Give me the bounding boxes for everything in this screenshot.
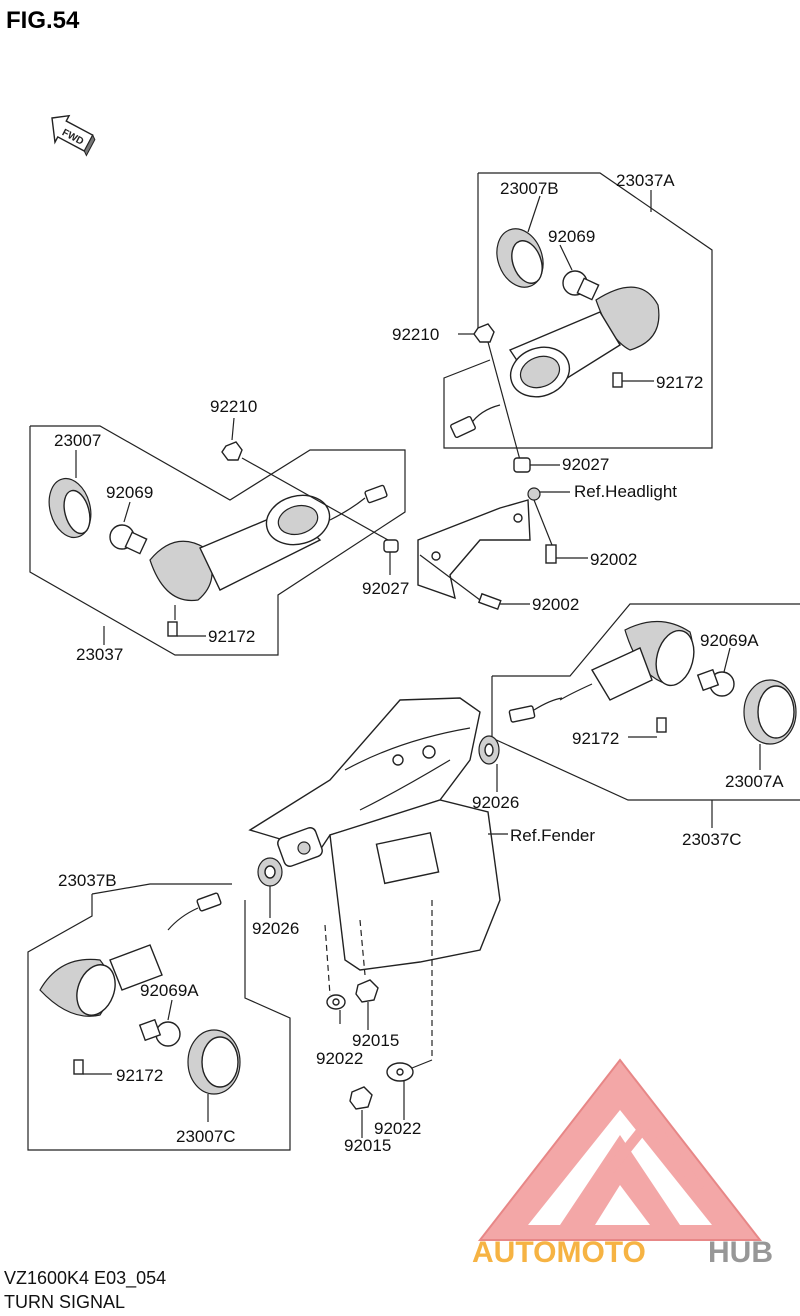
label-92002-top: 92002: [590, 550, 637, 569]
assembly-23037c: [491, 603, 800, 828]
screw-92172-b-shape: [167, 621, 178, 637]
label-23007c: 23007C: [176, 1127, 236, 1146]
headlight-bracket: [417, 487, 588, 611]
automotohub-logo: [477, 1058, 763, 1241]
assembly-23037b: [27, 857, 291, 1151]
label-92172-left: 92172: [208, 627, 255, 646]
label-23037b: 23037B: [58, 871, 117, 890]
bolt-92002-a-shape: [545, 544, 557, 564]
assembly-23037: [29, 417, 406, 656]
fwd-arrow-icon: FWD: [51, 114, 96, 157]
label-23007b: 23007B: [500, 179, 559, 198]
rear-fender: [248, 697, 508, 1060]
label-23037c: 23037C: [682, 830, 742, 849]
watermark-brand-hub: HUB: [708, 1236, 773, 1269]
label-92069a-right: 92069A: [700, 631, 759, 650]
label-ref-headlight: Ref.Headlight: [574, 482, 677, 501]
label-23007a: 23007A: [725, 772, 784, 791]
label-92027-left: 92027: [362, 579, 409, 598]
nut-92015-b-shape: [349, 1086, 373, 1110]
label-92069a-left: 92069A: [140, 981, 199, 1000]
label-92027-top: 92027: [562, 455, 609, 474]
label-92069-top: 92069: [548, 227, 595, 246]
label-23037a: 23037A: [616, 171, 675, 190]
label-92026-right: 92026: [472, 793, 519, 812]
label-92015-lower: 92015: [344, 1136, 391, 1155]
fender-hardware: [326, 979, 433, 1138]
watermark-brand-automoto: AUTOMOTO: [472, 1236, 646, 1269]
label-92210-top: 92210: [392, 325, 439, 344]
label-92210-left: 92210: [210, 397, 257, 416]
assembly-23037a: [443, 172, 713, 473]
label-92002-lower: 92002: [532, 595, 579, 614]
label-92172-lower: 92172: [116, 1066, 163, 1085]
nut-92210-a-shape: [473, 323, 495, 343]
nut-92210-b-shape: [221, 441, 243, 461]
collar-92027-a-shape: [513, 457, 531, 473]
nut-92015-a-shape: [355, 979, 379, 1003]
screw-92172-c-shape: [656, 717, 667, 733]
collar-92027-b-shape: [383, 539, 399, 553]
label-92026-left: 92026: [252, 919, 299, 938]
bolt-92002-b-shape: [477, 592, 502, 611]
label-92022-lower: 92022: [374, 1119, 421, 1138]
label-23007: 23007: [54, 431, 101, 450]
label-ref-fender: Ref.Fender: [510, 826, 595, 845]
label-92015-top: 92015: [352, 1031, 399, 1050]
screw-92172-d-shape: [73, 1059, 84, 1075]
label-92069-left: 92069: [106, 483, 153, 502]
model-code: VZ1600K4 E03_054: [4, 1268, 166, 1289]
section-name: TURN SIGNAL: [4, 1292, 125, 1312]
label-92172-top: 92172: [656, 373, 703, 392]
label-92022-top: 92022: [316, 1049, 363, 1068]
label-92172-right: 92172: [572, 729, 619, 748]
label-23037: 23037: [76, 645, 123, 664]
lens-housing-b-shape: [149, 540, 213, 602]
figure-title: FIG.54: [6, 7, 80, 34]
screw-92172-a-shape: [612, 372, 623, 388]
